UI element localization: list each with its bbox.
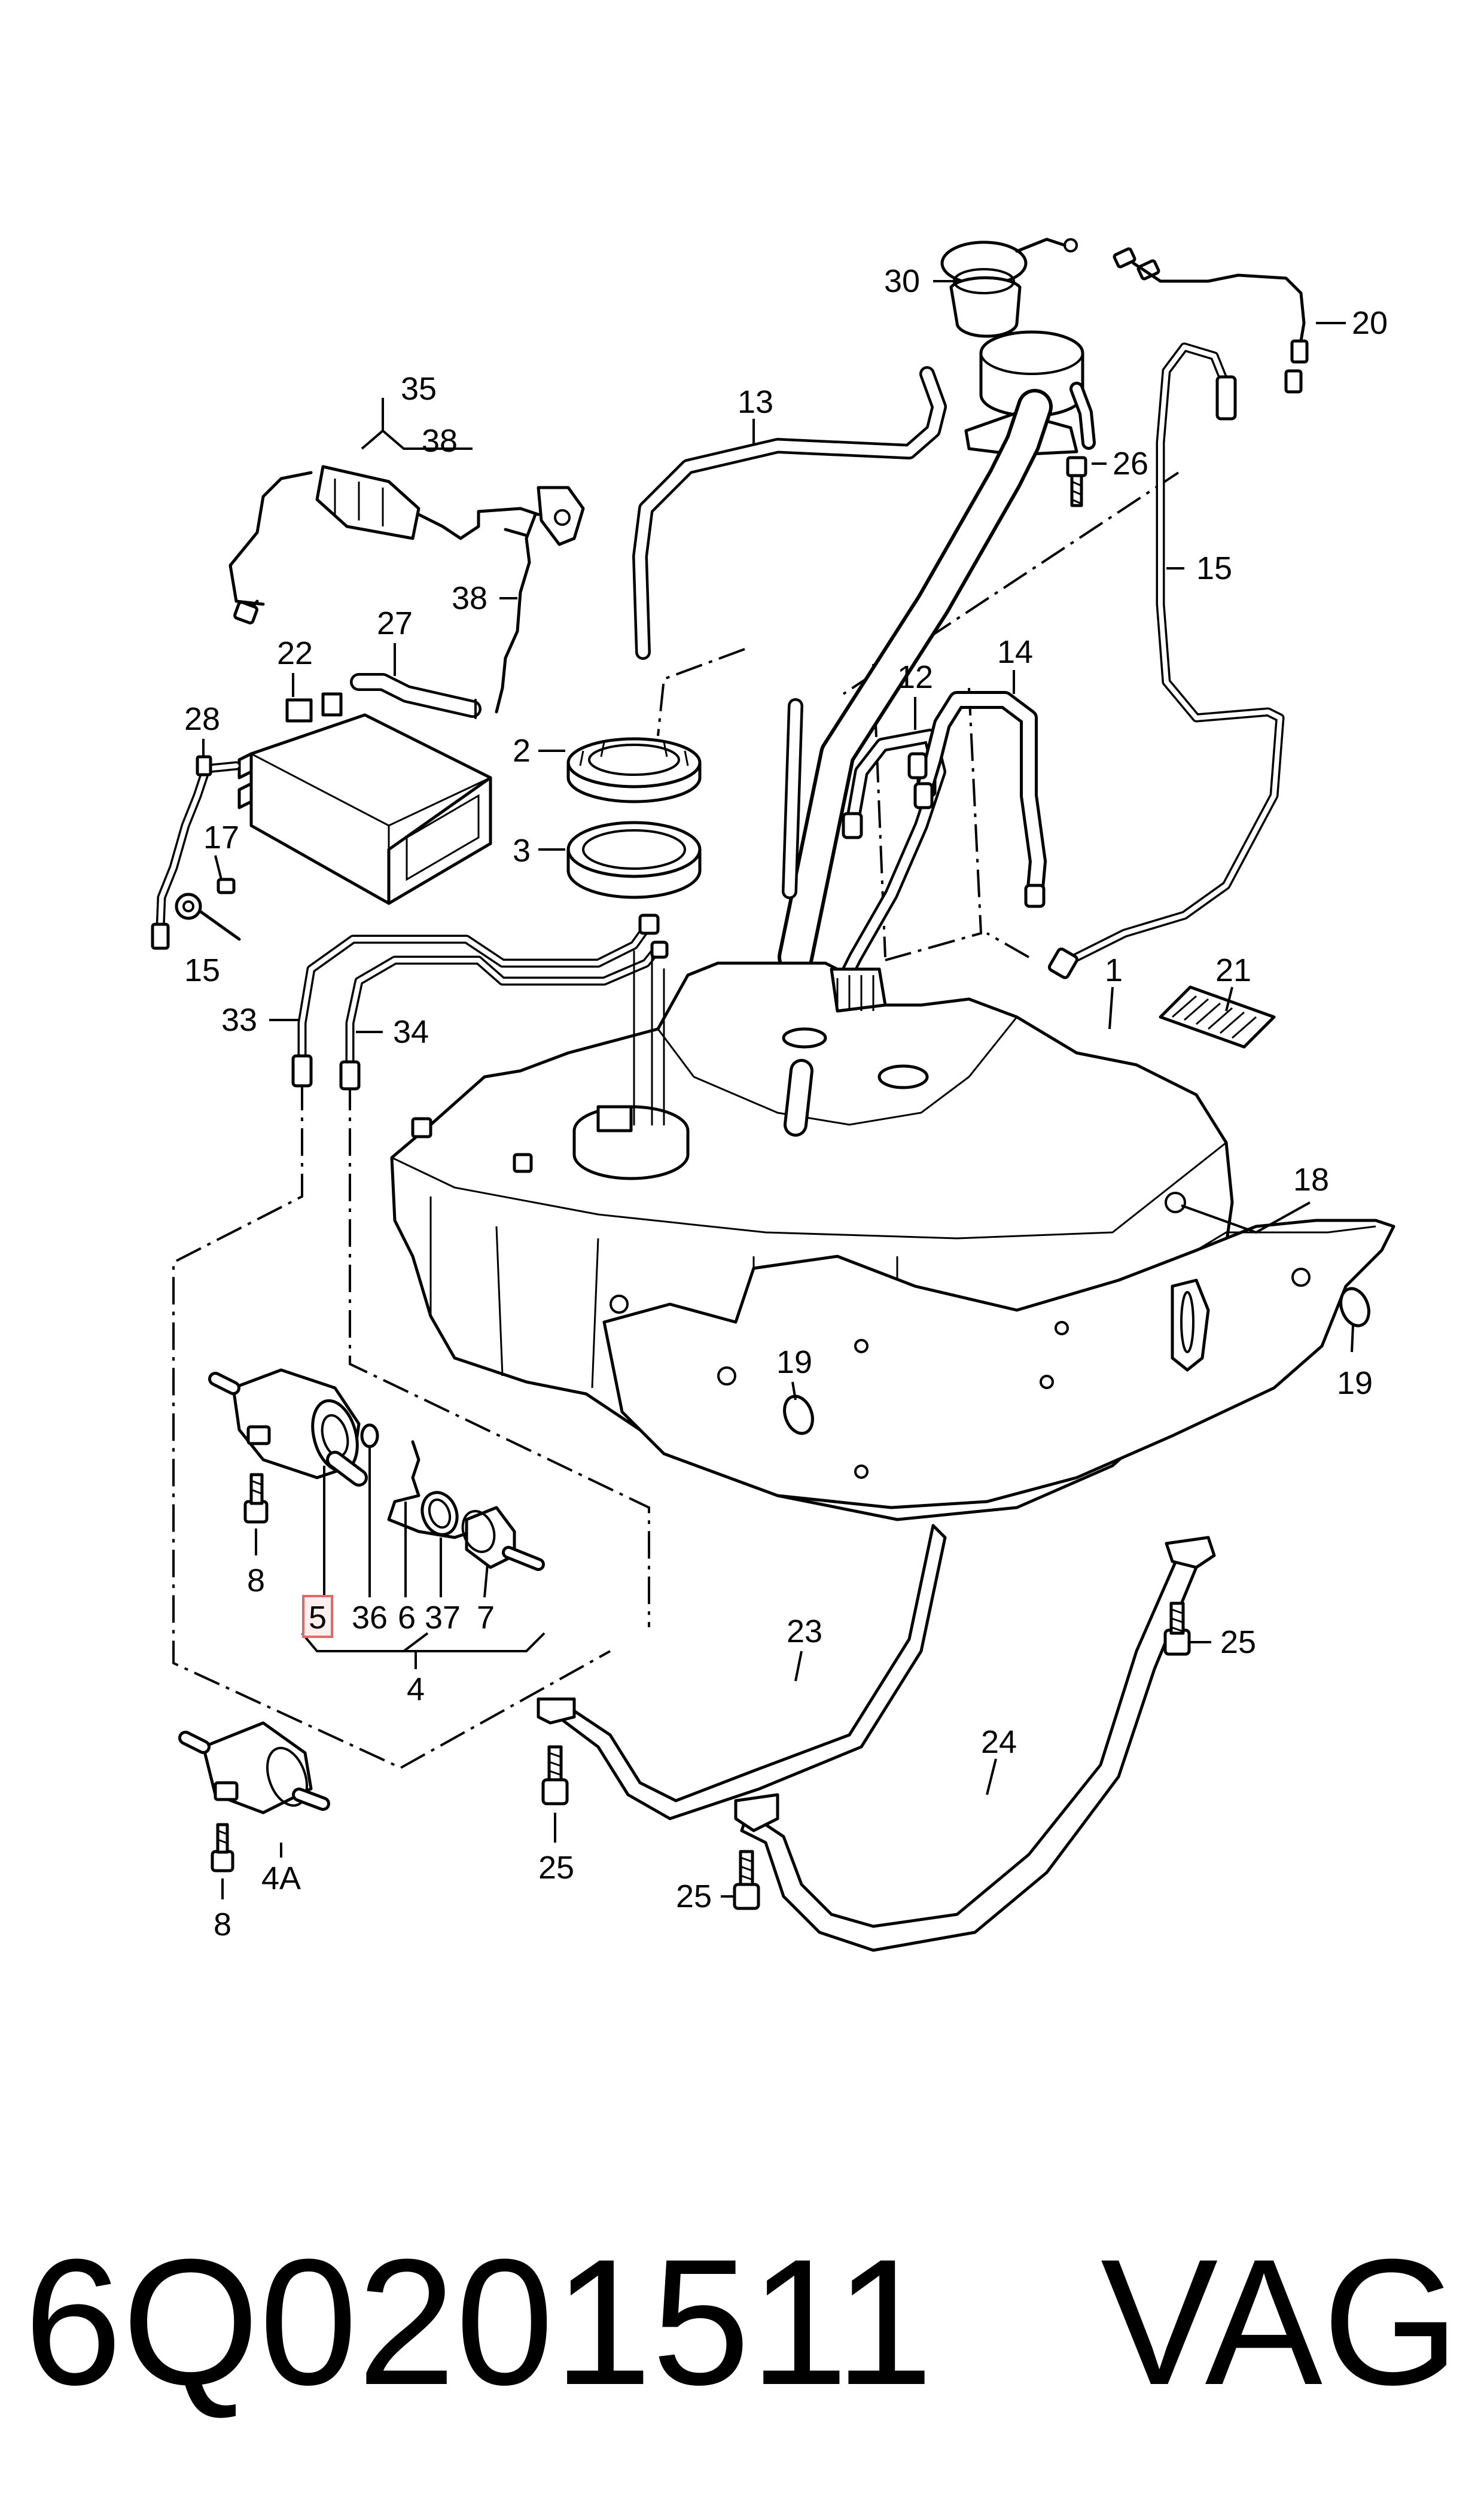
part-15-vent-line <box>1047 342 1285 979</box>
callout-15a: 15 <box>184 952 220 988</box>
part-4a-filter <box>178 1721 330 1814</box>
leader-lines <box>202 280 1354 1899</box>
callout-14: 14 <box>997 634 1033 670</box>
callout-21: 21 <box>1215 952 1251 988</box>
callout-19a: 19 <box>776 1344 812 1380</box>
callout-13: 13 <box>738 384 773 420</box>
highlight-box-part-5 <box>302 1595 333 1638</box>
part-36-o-ring <box>360 1423 379 1448</box>
part-20-wiring <box>1113 247 1309 394</box>
part-5-fuel-filter <box>208 1368 368 1487</box>
callout-8b: 8 <box>214 1907 231 1942</box>
callout-2: 2 <box>513 733 531 769</box>
callout-20: 20 <box>1352 305 1388 341</box>
part-8-bolt-lower <box>211 1823 234 1872</box>
part-3-seal <box>566 821 702 899</box>
part-30-filler-cap <box>940 238 1078 338</box>
callout-7: 7 <box>477 1600 495 1636</box>
callout-labels: 30 13 20 26 15 14 12 35 38 38 27 22 28 1… <box>184 263 1388 1942</box>
callout-26: 26 <box>1113 446 1148 482</box>
callout-34: 34 <box>393 1014 429 1050</box>
part-27-hose <box>350 673 482 719</box>
callout-3: 3 <box>513 833 531 869</box>
callout-6: 6 <box>398 1600 416 1636</box>
part-35-evap-valve <box>228 465 585 714</box>
part-23-strap <box>537 1524 947 1820</box>
callout-27: 27 <box>377 605 413 641</box>
callout-23: 23 <box>787 1613 822 1649</box>
callout-25b: 25 <box>538 1850 574 1886</box>
callout-22: 22 <box>277 635 313 671</box>
callout-24: 24 <box>981 1724 1017 1760</box>
part-17-clip <box>175 878 241 941</box>
callout-19b: 19 <box>1337 1365 1373 1401</box>
callout-36: 36 <box>352 1600 388 1636</box>
callout-4: 4 <box>407 1671 425 1707</box>
part-14-hose <box>907 691 1047 908</box>
part-13-hose <box>632 366 947 660</box>
part-7-pressure-regulator <box>461 1506 545 1571</box>
callout-4a: 4A <box>261 1861 301 1896</box>
callout-17: 17 <box>203 820 239 855</box>
part-18-heat-shield <box>602 1219 1395 1509</box>
callout-35: 35 <box>401 371 437 407</box>
part-19-grommets <box>783 1287 1370 1435</box>
callout-38b: 38 <box>452 580 487 616</box>
callout-38a: 38 <box>422 423 458 459</box>
part-24-strap <box>734 1536 1216 1952</box>
brand-caption: VAG <box>1101 2221 1459 2422</box>
callout-33: 33 <box>221 1002 257 1038</box>
callout-5: 5 <box>309 1600 327 1636</box>
part-21-label <box>1159 985 1276 1049</box>
callout-8a: 8 <box>247 1563 265 1599</box>
part-26-bolt <box>1066 456 1087 507</box>
callout-15b: 15 <box>1196 550 1232 586</box>
callout-25c: 25 <box>676 1878 712 1914</box>
part-33-34-fuel-lines <box>291 914 669 1091</box>
callout-18: 18 <box>1293 1162 1329 1198</box>
filler-neck <box>778 330 1096 975</box>
callout-28: 28 <box>184 701 220 737</box>
part-37-seal-ring <box>420 1491 459 1536</box>
callout-25a: 25 <box>1220 1624 1256 1660</box>
part-28-vent-pipe <box>151 755 241 950</box>
part-number-caption: 6Q0201511 <box>24 2221 933 2422</box>
callout-12: 12 <box>897 659 933 695</box>
part-25-bolts <box>541 1601 1191 1910</box>
part-8-bolt-upper <box>243 1473 269 1524</box>
callout-30: 30 <box>884 263 920 299</box>
callout-37: 37 <box>425 1600 461 1636</box>
part-2-locking-ring <box>566 737 702 803</box>
part-22-carbon-canister <box>237 692 492 905</box>
callout-1: 1 <box>1105 952 1123 988</box>
